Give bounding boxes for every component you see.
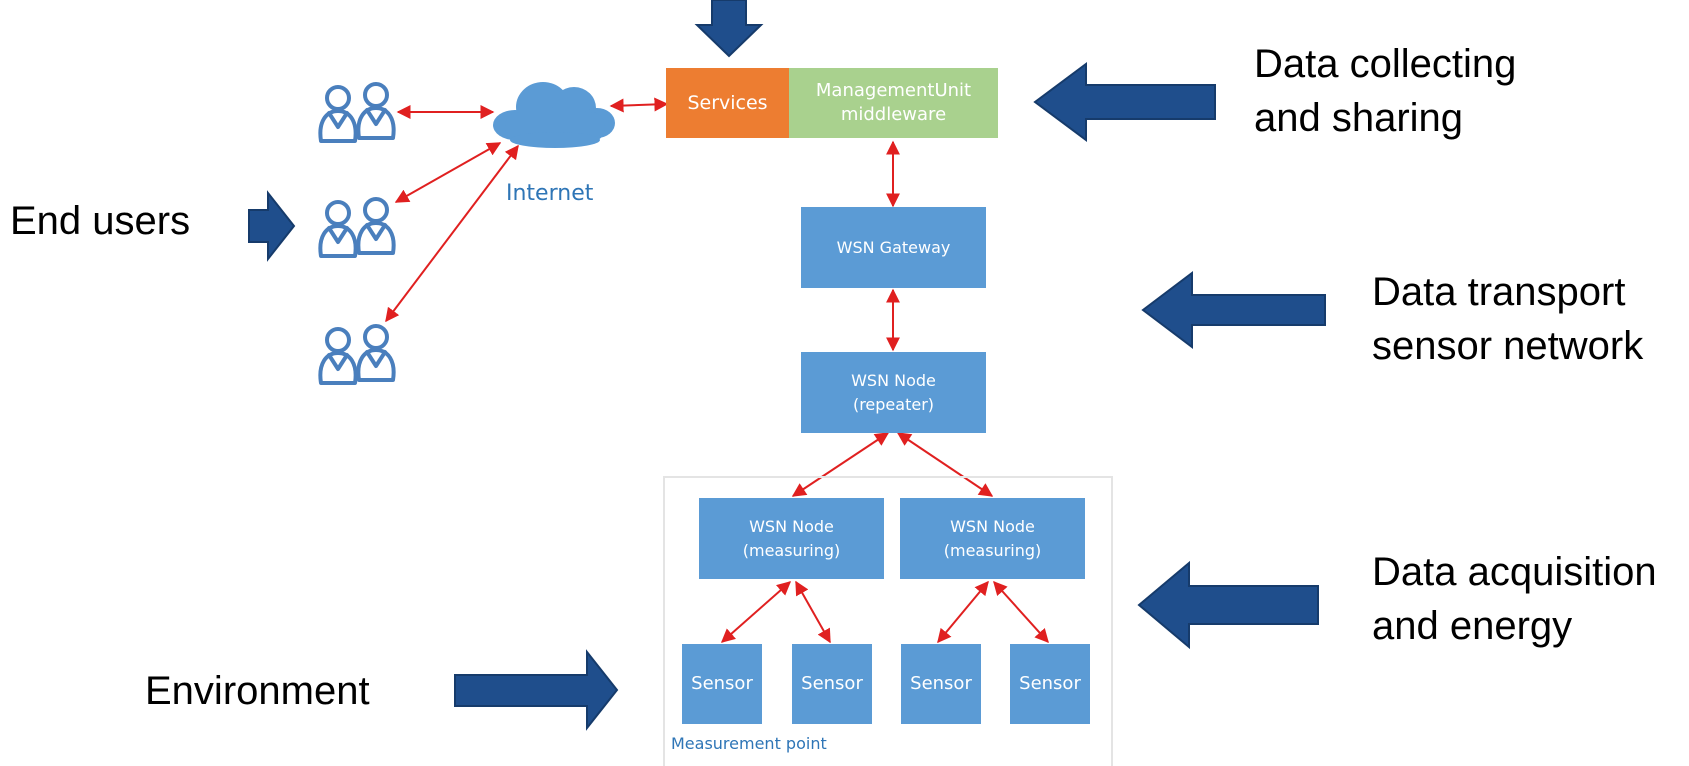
wsn-gateway-box: WSN Gateway bbox=[801, 207, 986, 288]
connector-node-left-sensor2 bbox=[795, 580, 831, 644]
wsn-node-measuring-left-label: WSN Node (measuring) bbox=[742, 516, 841, 560]
sensor-box-2: Sensor bbox=[792, 644, 872, 724]
sensor-box-3: Sensor bbox=[901, 644, 981, 724]
connector-node-right-sensor3 bbox=[937, 580, 989, 644]
wsn-node-measuring-left-box: WSN Node (measuring) bbox=[699, 498, 884, 579]
data-collecting-arrow bbox=[1033, 62, 1216, 142]
users-icon bbox=[318, 197, 396, 258]
wsn-node-measuring-right-box: WSN Node (measuring) bbox=[900, 498, 1085, 579]
sensor-box-4: Sensor bbox=[1010, 644, 1090, 724]
sensor-label-3: Sensor bbox=[910, 673, 972, 694]
sensor-label-4: Sensor bbox=[1019, 673, 1081, 694]
end-users-arrow bbox=[248, 190, 296, 262]
connector-node-right-sensor4 bbox=[993, 580, 1049, 644]
measurement-point-label: Measurement point bbox=[671, 734, 827, 753]
users-icon bbox=[318, 324, 396, 385]
environment-arrow bbox=[454, 649, 619, 731]
sensor-label-1: Sensor bbox=[691, 673, 753, 694]
management-unit-box: ManagementUnit middleware bbox=[789, 68, 998, 138]
sensor-box-1: Sensor bbox=[682, 644, 762, 724]
measurement-point-frame bbox=[663, 476, 1113, 766]
connector-internet-services bbox=[609, 97, 669, 113]
top-down-arrow bbox=[694, 0, 764, 58]
connector-users3-internet bbox=[385, 144, 519, 323]
wsn-gateway-label: WSN Gateway bbox=[836, 237, 951, 257]
data-transport-label: Data transport sensor network bbox=[1372, 270, 1644, 368]
services-box: Services bbox=[666, 68, 789, 138]
wsn-node-measuring-right-label: WSN Node (measuring) bbox=[943, 516, 1042, 560]
data-transport-arrow bbox=[1141, 270, 1326, 350]
cloud-icon bbox=[493, 82, 615, 148]
data-acquisition-arrow bbox=[1137, 560, 1319, 650]
wsn-node-repeater-label: WSN Node (repeater) bbox=[851, 370, 936, 414]
connector-repeater-node-left bbox=[791, 432, 890, 497]
end-users-label: End users bbox=[10, 199, 191, 243]
data-collecting-label: Data collecting and sharing bbox=[1254, 42, 1517, 140]
sensor-label-2: Sensor bbox=[801, 673, 863, 694]
connector-repeater-node-right bbox=[896, 432, 994, 497]
internet-label: Internet bbox=[506, 181, 594, 206]
connector-users2-internet bbox=[394, 142, 502, 203]
wsn-node-repeater-box: WSN Node (repeater) bbox=[801, 352, 986, 433]
connector-node-left-sensor1 bbox=[720, 581, 792, 643]
services-label: Services bbox=[687, 92, 768, 114]
data-acquisition-label: Data acquisition and energy bbox=[1372, 550, 1657, 648]
management-unit-label: ManagementUnit middleware bbox=[815, 80, 972, 125]
environment-label: Environment bbox=[145, 669, 370, 713]
users-icon bbox=[318, 82, 396, 143]
